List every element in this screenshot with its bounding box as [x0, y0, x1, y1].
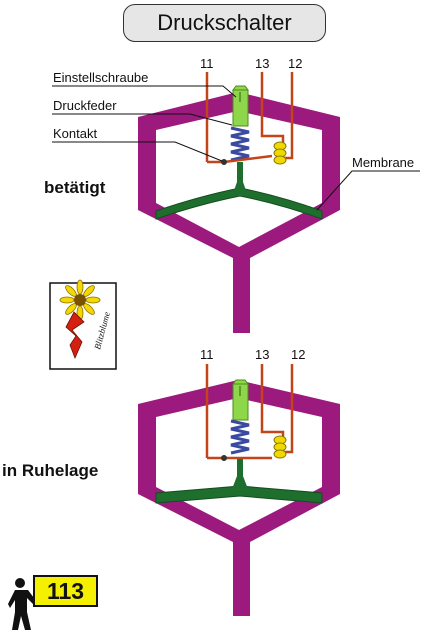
label-membrane: Membrane [352, 155, 415, 170]
person-icon [8, 578, 39, 630]
contact-point-bottom [221, 455, 227, 461]
plunger-top [232, 162, 248, 196]
plunger-bottom [232, 457, 248, 489]
terminal-12-top: 12 [288, 56, 303, 71]
label-adjust-screw: Einstellschraube [53, 70, 149, 85]
adjust-screw-top [232, 85, 249, 127]
contact-yellow-top [273, 141, 287, 165]
state-rest: in Ruhelage [2, 461, 99, 480]
page-number-badge: 113 [33, 575, 98, 607]
label-contact: Kontakt [53, 126, 98, 141]
blitzblume-logo: Blitzblume [49, 279, 117, 370]
terminal-13-top: 13 [255, 56, 270, 71]
terminal-13-bottom: 13 [255, 347, 270, 362]
contact-point-top [221, 159, 227, 165]
wires-bottom [205, 364, 294, 460]
housing-bottom [138, 380, 340, 616]
adjust-screw-bottom [232, 379, 249, 421]
label-pressure-spring: Druckfeder [53, 98, 117, 113]
terminal-12-bottom: 12 [291, 347, 306, 362]
contact-yellow-bottom [273, 435, 287, 459]
terminal-11-bottom: 11 [200, 347, 214, 362]
state-actuated: betätigt [44, 178, 106, 197]
page-title: Druckschalter [123, 4, 326, 42]
terminal-11-top: 11 [200, 56, 214, 71]
wires-top [205, 72, 294, 164]
pressure-spring-top [230, 126, 250, 162]
leader-lines-top [52, 85, 420, 211]
pressure-spring-bottom [230, 419, 250, 455]
lightning-bolt-icon [65, 311, 85, 360]
housing-top [138, 92, 340, 333]
flower-icon [59, 279, 101, 321]
